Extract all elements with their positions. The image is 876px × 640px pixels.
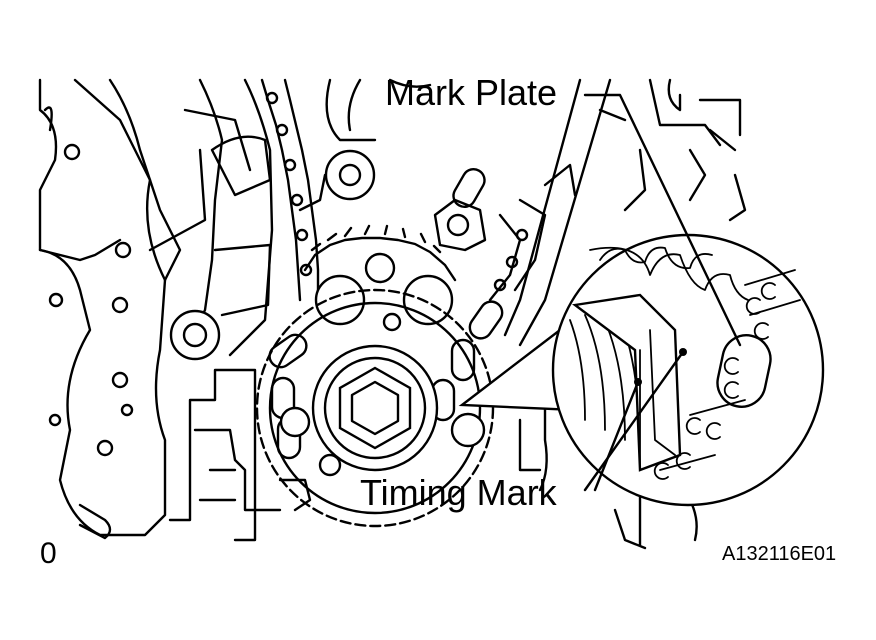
engine-block-right: [623, 78, 747, 222]
timing-mark-label: Timing Mark: [360, 472, 558, 513]
lower-left-bracket: [168, 368, 312, 542]
leader-lines: [583, 93, 742, 492]
crankshaft-sprocket: [255, 288, 495, 528]
chain-guide-right: [503, 78, 627, 347]
idler-sprocket: [303, 224, 457, 332]
figure-code: A132116E01: [722, 543, 836, 565]
chain-tensioner-arm: [169, 78, 274, 361]
mark-plate-label: Mark Plate: [385, 72, 557, 113]
corner-mark: 0: [40, 537, 57, 570]
timing-chain: [260, 78, 547, 460]
engine-block-left: [38, 78, 252, 540]
upper-components: [298, 78, 682, 252]
magnified-detail-circle: [551, 233, 825, 507]
